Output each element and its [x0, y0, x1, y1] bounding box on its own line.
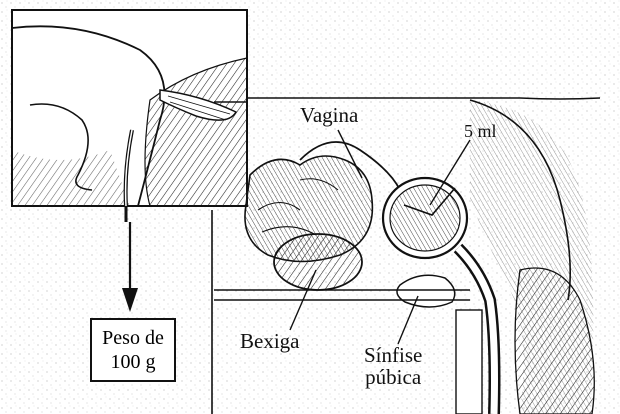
vagina-label: Vagina: [300, 104, 358, 126]
bladder-label: Bexiga: [240, 330, 299, 352]
weight-label-line1: Peso de: [92, 326, 174, 350]
inset-panel: [12, 10, 247, 206]
balloon-volume-label: 5 ml: [464, 122, 497, 141]
bladder-shape: [274, 234, 362, 290]
pubic-symphysis-label: Sínfise púbica: [364, 344, 422, 388]
pubic-symphysis-label-line2: púbica: [364, 366, 422, 388]
weight-box: Peso de 100 g: [90, 318, 176, 382]
pubic-symphysis-label-line1: Sínfise: [364, 344, 422, 366]
lower-tissue-block: [456, 310, 482, 414]
weight-label-line2: 100 g: [92, 350, 174, 374]
